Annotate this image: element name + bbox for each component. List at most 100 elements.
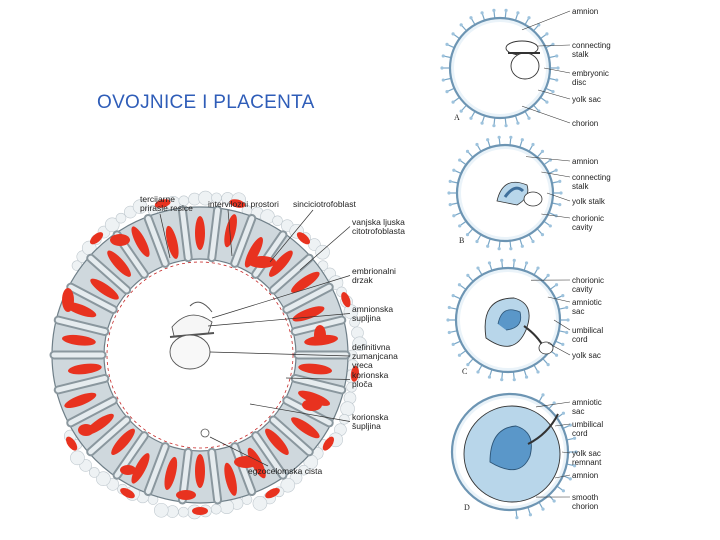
villus-core — [232, 444, 255, 495]
leader-line — [269, 209, 314, 263]
leader-line — [227, 209, 233, 257]
villus-core — [88, 255, 130, 293]
leader-line — [211, 275, 351, 319]
label-intervilozni: intervilozni prostori — [208, 199, 279, 209]
embryo — [497, 309, 522, 331]
decidua-fringe — [315, 244, 330, 260]
intervillous-lacuna — [224, 462, 237, 496]
amniotic-cavity — [171, 314, 213, 337]
villus-tip — [492, 8, 496, 12]
leader-line — [207, 313, 351, 327]
panel-label: yolk stalk — [572, 197, 606, 206]
leader-line — [525, 156, 571, 162]
villus-tip — [465, 149, 470, 153]
leader-line — [521, 10, 571, 31]
villus-tip — [552, 401, 556, 405]
panel-letter: D — [464, 503, 470, 512]
villus-tip — [469, 116, 473, 120]
outer-lacuna — [66, 436, 78, 451]
leader-line — [543, 67, 571, 74]
outer-lacuna — [341, 292, 351, 308]
villus-tip — [528, 513, 532, 517]
leader-line — [541, 213, 571, 219]
villus-tip — [561, 342, 565, 347]
decidua-fringe — [115, 212, 127, 224]
label-sinciciotrofoblast: sinciciotrofoblast — [293, 199, 356, 209]
panel-letter: A — [454, 113, 460, 122]
villus-tip — [561, 293, 565, 298]
villus-tip — [487, 375, 492, 379]
decidua-fringe — [210, 503, 222, 515]
leader-line — [538, 44, 571, 47]
villus-tip — [540, 149, 545, 153]
leader-line — [561, 451, 571, 454]
villus-core — [179, 207, 191, 261]
villus-tip — [531, 239, 535, 244]
villus-tip — [558, 203, 562, 207]
villus-tip — [486, 138, 490, 142]
decidua-fringe — [178, 506, 189, 518]
decidua-fringe — [352, 336, 367, 352]
villus-tip — [524, 375, 529, 379]
villus-tip — [480, 121, 484, 125]
decidua-fringe — [298, 464, 310, 476]
villus-tip — [561, 411, 565, 415]
leader-line — [535, 401, 571, 408]
intervillous-lacuna — [298, 363, 333, 375]
leader-line — [285, 377, 351, 380]
decidual-lacuna — [120, 465, 136, 475]
villus-tip — [572, 436, 577, 440]
villus-core — [209, 207, 221, 261]
leader-line — [554, 423, 571, 427]
villus-tip — [546, 362, 550, 367]
leader-line — [159, 213, 171, 259]
villus-tip — [445, 42, 449, 47]
decidual-lacuna — [176, 490, 196, 500]
intervillous-lacuna — [269, 250, 293, 277]
villus-core — [55, 375, 108, 393]
panel-label: chorion — [572, 119, 598, 128]
villus-tip — [565, 305, 569, 310]
villus-tip — [451, 293, 455, 298]
panel-letter: C — [462, 367, 467, 376]
panel-label: yolk sac — [572, 351, 601, 360]
villus-tip — [497, 135, 501, 139]
outer-lacuna — [90, 232, 104, 245]
decidual-lacuna — [302, 399, 322, 411]
villus-tip — [509, 247, 513, 251]
panel-label: yolk sac — [572, 95, 601, 104]
decidua-fringe — [252, 496, 268, 511]
villus-core — [253, 433, 286, 478]
yolk-sac — [169, 334, 211, 370]
villus-tip — [520, 244, 524, 248]
intervillous-lacuna — [90, 278, 119, 300]
leader-line — [541, 171, 571, 178]
intervillous-lacuna — [62, 334, 96, 346]
villus-tip — [556, 66, 560, 70]
decidual-lacuna — [248, 256, 276, 268]
villus-tip — [559, 191, 563, 195]
intervillous-lacuna — [67, 363, 102, 375]
villus-tip — [555, 78, 559, 82]
villus-tip — [561, 489, 565, 493]
decidual-lacuna — [234, 456, 258, 468]
villus-tip — [516, 121, 520, 125]
villus-tip — [452, 168, 456, 172]
yolk-sac — [538, 341, 554, 355]
villus-tip — [565, 330, 569, 335]
outer-lacuna — [120, 487, 135, 499]
